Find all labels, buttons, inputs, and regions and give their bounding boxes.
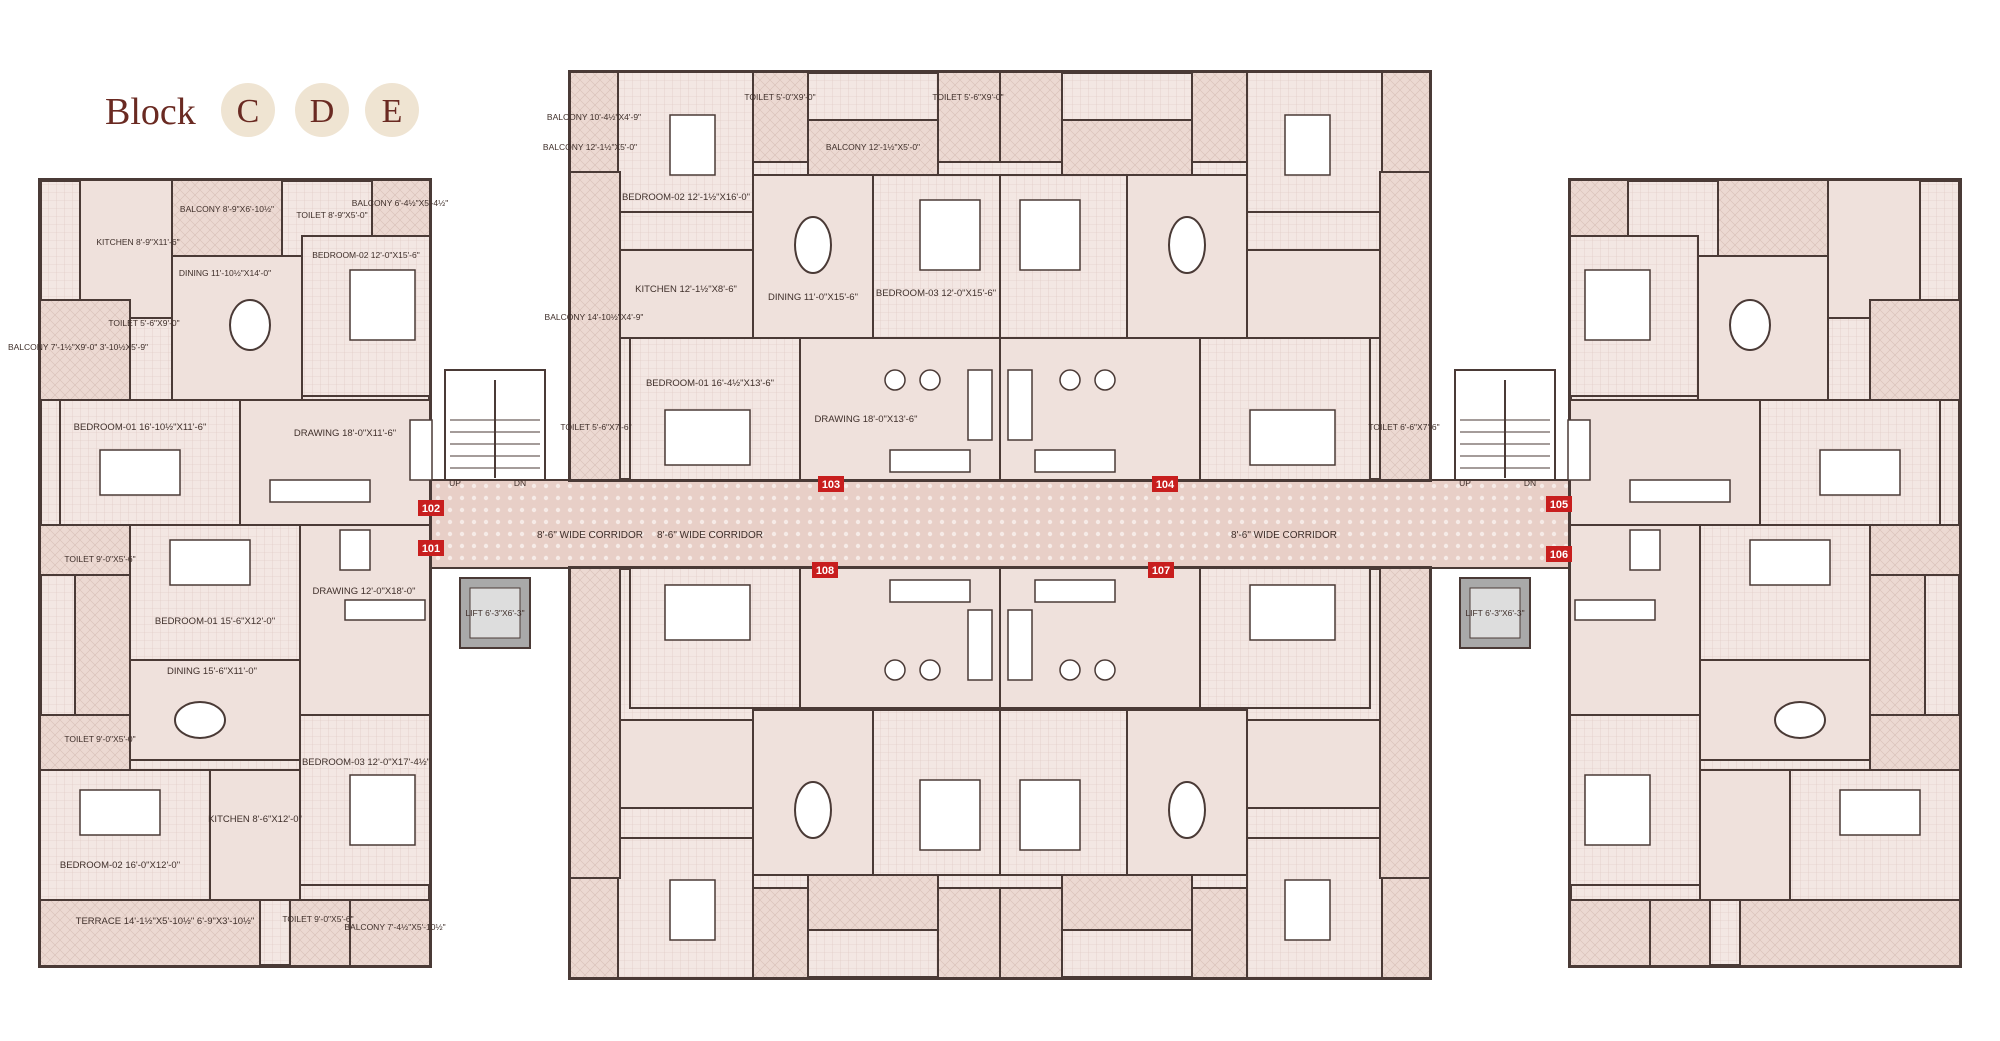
room-label: DINING 15'-6"X11'-0" xyxy=(167,666,257,677)
room-label: TOILET 5'-6"X7'-6" xyxy=(560,422,631,432)
room-label: TERRACE 14'-1½"X5'-10½" 6'-9"X3'-10½" xyxy=(76,916,255,927)
room-label: BALCONY 14'-10½"X4'-9" xyxy=(545,312,644,322)
block-badge-c-label: C xyxy=(237,93,260,130)
block-badge-d-label: D xyxy=(310,93,335,130)
unit-108-marker[interactable] xyxy=(812,562,838,578)
unit-102-label: 102 xyxy=(422,503,440,515)
room-label: TOILET 9'-0"X5'-6" xyxy=(64,554,135,564)
room-label: TOILET 5'-0"X9'-0" xyxy=(744,92,815,102)
room-label: BALCONY 12'-1½"X5'-0" xyxy=(543,142,637,152)
block-title: Block xyxy=(105,91,196,133)
right-core: UP DN LIFT 6'-3"X6'-3" xyxy=(1454,369,1556,649)
unit-105-label: 105 xyxy=(1550,499,1568,511)
room-label: BEDROOM-01 16'-10½"X11'-6" xyxy=(74,422,207,433)
room-label: BALCONY 12'-1½"X5'-0" xyxy=(826,142,920,152)
unit-101-marker[interactable] xyxy=(418,540,444,556)
room-label: TOILET 8'-9"X5'-0" xyxy=(296,210,367,220)
room-label: BEDROOM-03 12'-0"X17'-4½" xyxy=(302,757,430,768)
corridor-label-2: 8'-6" WIDE CORRIDOR xyxy=(657,530,763,541)
room-label: DINING 11'-0"X15'-6" xyxy=(768,292,858,303)
corridor-label-1: 8'-6" WIDE CORRIDOR xyxy=(537,530,643,541)
unit-107-label: 107 xyxy=(1152,565,1170,577)
unit-106-marker[interactable] xyxy=(1546,546,1572,562)
block-badge-e[interactable] xyxy=(365,83,419,137)
unit-105-marker[interactable] xyxy=(1546,496,1572,512)
room-label: TOILET 9'-0"X5'-6" xyxy=(282,914,353,924)
room-label: BALCONY 8'-9"X6'-10½" xyxy=(180,204,274,214)
stair-up-label-left: UP xyxy=(449,478,461,488)
room-label: BEDROOM-02 12'-1½"X16'-0" xyxy=(622,192,750,203)
unit-104-marker[interactable] xyxy=(1152,476,1178,492)
unit-101-label: 101 xyxy=(422,543,440,555)
unit-107-marker[interactable] xyxy=(1148,562,1174,578)
room-label: BEDROOM-02 16'-0"X12'-0" xyxy=(60,860,180,871)
room-label: TOILET 9'-0"X5'-0" xyxy=(64,734,135,744)
lift-right-label: LIFT 6'-3"X6'-3" xyxy=(1465,608,1524,618)
room-label: BALCONY 7'-4½"X5'-10½" xyxy=(344,922,445,932)
corridor: 8'-6" WIDE CORRIDOR 8'-6" WIDE CORRIDOR … xyxy=(429,479,1571,569)
room-label: KITCHEN 12'-1½"X8'-6" xyxy=(635,284,737,295)
room-label: BEDROOM-01 16'-4½"X13'-6" xyxy=(646,378,774,389)
stair-dn-label-right: DN xyxy=(1524,478,1536,488)
unit-104-label: 104 xyxy=(1156,479,1175,491)
unit-106-label: 106 xyxy=(1550,549,1568,561)
unit-108-label: 108 xyxy=(816,565,834,577)
room-label: BALCONY 10'-4½"X4'-9" xyxy=(547,112,641,122)
room-label: TOILET 6'-6"X7'-6" xyxy=(1368,422,1439,432)
center-north xyxy=(568,70,1432,482)
room-label: BALCONY 7'-1½"X9'-0" 3'-10½X5'-9" xyxy=(8,342,148,352)
block-badge-e-label: E xyxy=(382,93,403,130)
room-label: TOILET 5'-6"X9'-0" xyxy=(108,318,179,328)
right-wing xyxy=(1567,178,1962,968)
left-core: UP DN LIFT 6'-3"X6'-3" xyxy=(444,369,546,649)
center-south xyxy=(568,566,1432,980)
room-label: BEDROOM-02 12'-0"X15'-6" xyxy=(312,250,420,260)
room-label: BEDROOM-03 12'-0"X15'-6" xyxy=(876,288,996,299)
block-header: Block C D E xyxy=(105,83,419,137)
room-label: KITCHEN 8'-9"X11'-6" xyxy=(96,237,179,247)
block-badge-c[interactable] xyxy=(221,83,275,137)
room-label: TOILET 5'-6"X9'-0" xyxy=(932,92,1003,102)
room-label: DRAWING 18'-0"X13'-6" xyxy=(815,414,918,425)
unit-102-marker[interactable] xyxy=(418,500,444,516)
room-label: KITCHEN 8'-6"X12'-0" xyxy=(208,814,302,825)
room-label: BALCONY 6'-4½"X5'-4½" xyxy=(352,198,449,208)
stair-dn-label-left: DN xyxy=(514,478,526,488)
room-label: BEDROOM-01 15'-6"X12'-0" xyxy=(155,616,275,627)
block-badge-d[interactable] xyxy=(295,83,349,137)
room-label: DRAWING 18'-0"X11'-6" xyxy=(294,428,396,439)
room-label: DRAWING 12'-0"X18'-0" xyxy=(313,586,416,597)
left-wing xyxy=(38,178,433,968)
room-labels: BALCONY 8'-9"X6'-10½" KITCHEN 8'-9"X11'-… xyxy=(8,92,1440,932)
corridor-label-3: 8'-6" WIDE CORRIDOR xyxy=(1231,530,1337,541)
unit-103-label: 103 xyxy=(822,479,840,491)
unit-markers: 101 102 103 104 105 106 107 108 xyxy=(418,476,1572,578)
lift-left-label: LIFT 6'-3"X6'-3" xyxy=(465,608,524,618)
unit-103-marker[interactable] xyxy=(818,476,844,492)
stair-up-label-right: UP xyxy=(1459,478,1471,488)
room-label: DINING 11'-10½"X14'-0" xyxy=(179,268,271,278)
